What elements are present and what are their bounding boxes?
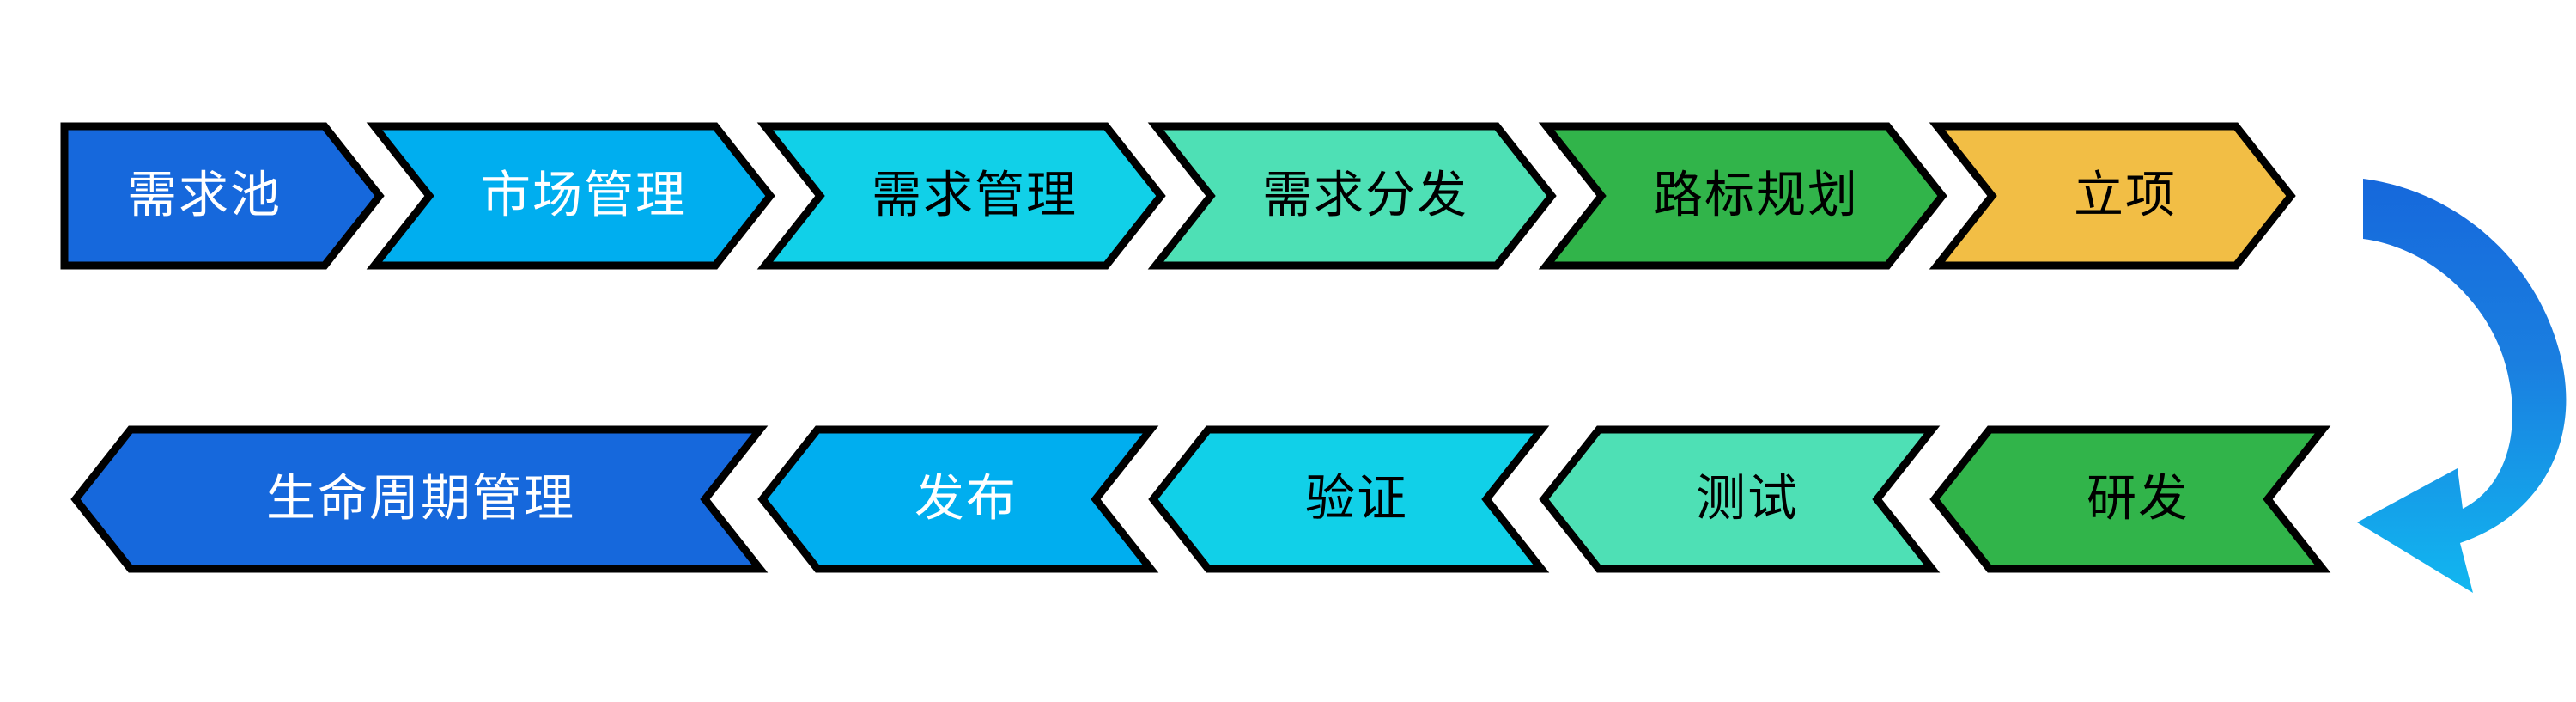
chevron-shape xyxy=(60,122,385,270)
chevron-label: 立项 xyxy=(2074,167,2177,223)
chevron-step-bottom-5[interactable]: 研发 xyxy=(1929,425,2331,573)
chevron-step-top-6[interactable]: 立项 xyxy=(1929,122,2296,270)
chevron-step-top-4[interactable]: 需求分发 xyxy=(1147,122,1557,270)
chevron-step-bottom-3[interactable]: 验证 xyxy=(1148,425,1550,573)
chevron-shape xyxy=(1538,122,1947,270)
chevron-label: 需求分发 xyxy=(1262,167,1468,223)
curved-arrow-icon xyxy=(2357,179,2567,593)
chevron-step-top-3[interactable]: 需求管理 xyxy=(756,122,1166,270)
chevron-shape xyxy=(1148,425,1550,573)
chevron-label: 研发 xyxy=(2087,470,2190,526)
chevron-label: 发布 xyxy=(914,470,1018,526)
chevron-shape xyxy=(756,122,1166,270)
chevron-shape xyxy=(70,425,769,573)
chevron-shape xyxy=(366,122,775,270)
chevron-label: 生命周期管理 xyxy=(266,470,575,526)
chevron-shape xyxy=(1147,122,1557,270)
chevron-step-bottom-1[interactable]: 生命周期管理 xyxy=(70,425,769,573)
wrap-around-arrow xyxy=(2357,179,2567,593)
chevron-shape xyxy=(1539,425,1941,573)
chevron-label: 测试 xyxy=(1696,470,1799,526)
chevron-step-top-5[interactable]: 路标规划 xyxy=(1538,122,1947,270)
chevron-step-top-1[interactable]: 需求池 xyxy=(60,122,385,270)
bottom-row: 生命周期管理 发布 验证 测试 研发 xyxy=(70,425,2331,573)
chevron-step-bottom-4[interactable]: 测试 xyxy=(1539,425,1941,573)
chevron-label: 市场管理 xyxy=(481,167,687,223)
top-row: 需求池 市场管理 需求管理 需求分发 路标规划 立项 xyxy=(60,122,2296,270)
chevron-shape xyxy=(757,425,1159,573)
chevron-step-bottom-2[interactable]: 发布 xyxy=(757,425,1159,573)
chevron-shape xyxy=(1929,122,2296,270)
chevron-shape xyxy=(1929,425,2331,573)
chevron-step-top-2[interactable]: 市场管理 xyxy=(366,122,775,270)
chevron-label: 验证 xyxy=(1305,470,1408,526)
chevron-label: 路标规划 xyxy=(1653,167,1859,223)
chevron-label: 需求管理 xyxy=(872,167,1078,223)
chevron-label: 需求池 xyxy=(127,167,282,223)
